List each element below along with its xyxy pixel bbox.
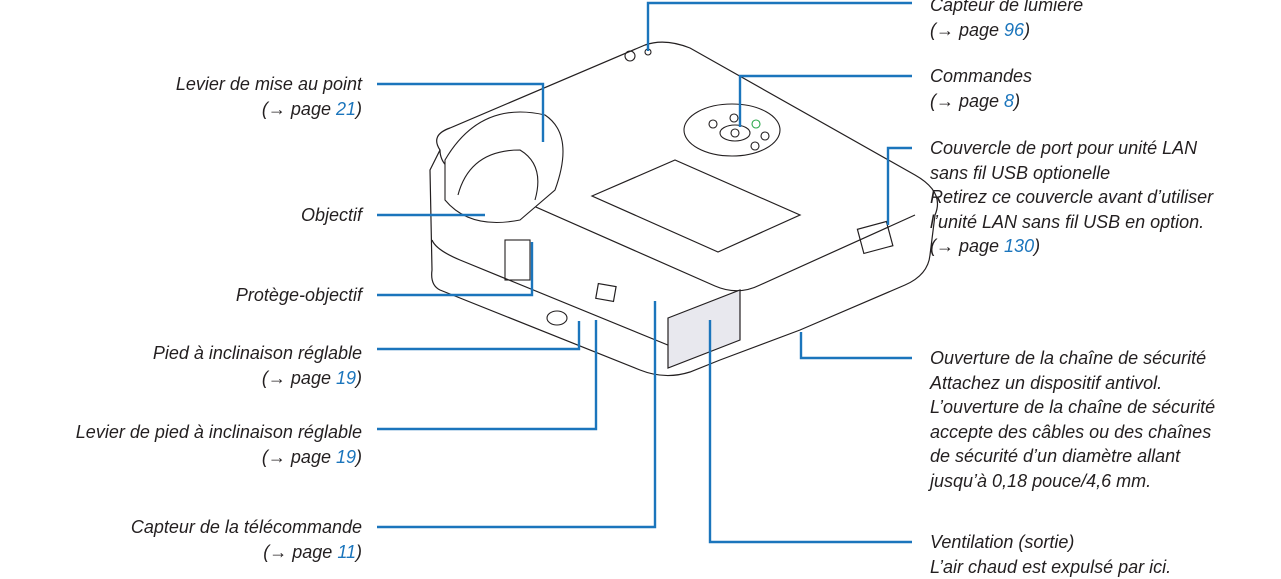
page-link[interactable]: 96 (1004, 20, 1024, 40)
page-link[interactable]: 11 (337, 542, 356, 562)
label-title: Protège-objectif (236, 283, 362, 308)
page-link[interactable]: 130 (1004, 236, 1034, 256)
label-title: Capteur de la télécommande (131, 515, 362, 540)
page-ref: (→ page 8) (930, 89, 1032, 114)
label-remote-sensor: Capteur de la télécommande (→ page 11) (131, 515, 362, 564)
label-light-sensor: Capteur de lumière (→ page 96) (930, 0, 1083, 42)
page-prefix: (→ page (930, 91, 1004, 111)
label-line: accepte des câbles ou des chaînes (930, 420, 1215, 445)
label-line: L’ouverture de la chaîne de sécurité (930, 395, 1215, 420)
label-line: Attachez un dispositif antivol. (930, 371, 1215, 396)
page-ref: (→ page 19) (153, 366, 362, 391)
label-title: Capteur de lumière (930, 0, 1083, 18)
label-line: Couvercle de port pour unité LAN (930, 136, 1213, 161)
leader-light-sensor (648, 3, 912, 51)
page-link[interactable]: 8 (1004, 91, 1014, 111)
label-title: Pied à inclinaison réglable (153, 341, 362, 366)
label-security-slot: Ouverture de la chaîne de sécurité Attac… (930, 346, 1215, 493)
label-line: jusqu’à 0,18 pouce/4,6 mm. (930, 469, 1215, 494)
label-title: Levier de pied à inclinaison réglable (76, 420, 362, 445)
page-suffix: ) (356, 447, 362, 467)
page-link[interactable]: 21 (336, 99, 356, 119)
page-ref: (→ page 21) (176, 97, 362, 122)
page-prefix: (→ page (262, 99, 336, 119)
page-link[interactable]: 19 (336, 368, 356, 388)
label-ventilation: Ventilation (sortie) L’air chaud est exp… (930, 530, 1171, 579)
page-ref: (→ page 11) (131, 540, 362, 565)
page-suffix: ) (356, 542, 362, 562)
label-title: Objectif (301, 203, 362, 228)
label-controls: Commandes (→ page 8) (930, 64, 1032, 113)
label-title: Commandes (930, 64, 1032, 89)
page-suffix: ) (356, 99, 362, 119)
page-prefix: (→ page (930, 20, 1004, 40)
label-lan-cover: Couvercle de port pour unité LAN sans fi… (930, 136, 1213, 259)
page-suffix: ) (1014, 91, 1020, 111)
page-ref: (→ page 19) (76, 445, 362, 470)
page-link[interactable]: 19 (336, 447, 356, 467)
page-prefix: (→ page (262, 447, 336, 467)
label-tilt-foot: Pied à inclinaison réglable (→ page 19) (153, 341, 362, 390)
label-line: l’unité LAN sans fil USB en option. (930, 210, 1213, 235)
label-lens: Objectif (301, 203, 362, 228)
page-prefix: (→ page (263, 542, 337, 562)
label-title: Levier de mise au point (176, 72, 362, 97)
page-prefix: (→ page (930, 236, 1004, 256)
leader-ventilation (710, 320, 912, 542)
page-suffix: ) (1024, 20, 1030, 40)
label-line: Ouverture de la chaîne de sécurité (930, 346, 1215, 371)
label-line: sans fil USB optionelle (930, 161, 1213, 186)
label-tilt-foot-lever: Levier de pied à inclinaison réglable (→… (76, 420, 362, 469)
page-ref: (→ page 96) (930, 18, 1083, 43)
page-suffix: ) (1034, 236, 1040, 256)
label-line: Ventilation (sortie) (930, 530, 1171, 555)
page-prefix: (→ page (262, 368, 336, 388)
label-focus-lever: Levier de mise au point (→ page 21) (176, 72, 362, 121)
label-line: de sécurité d’un diamètre allant (930, 444, 1215, 469)
label-line: L’air chaud est expulsé par ici. (930, 555, 1171, 579)
label-line: Retirez ce couvercle avant d’utiliser (930, 185, 1213, 210)
page-ref: (→ page 130) (930, 234, 1213, 259)
leader-security-slot (801, 332, 912, 358)
page-suffix: ) (356, 368, 362, 388)
label-lens-cap: Protège-objectif (236, 283, 362, 308)
